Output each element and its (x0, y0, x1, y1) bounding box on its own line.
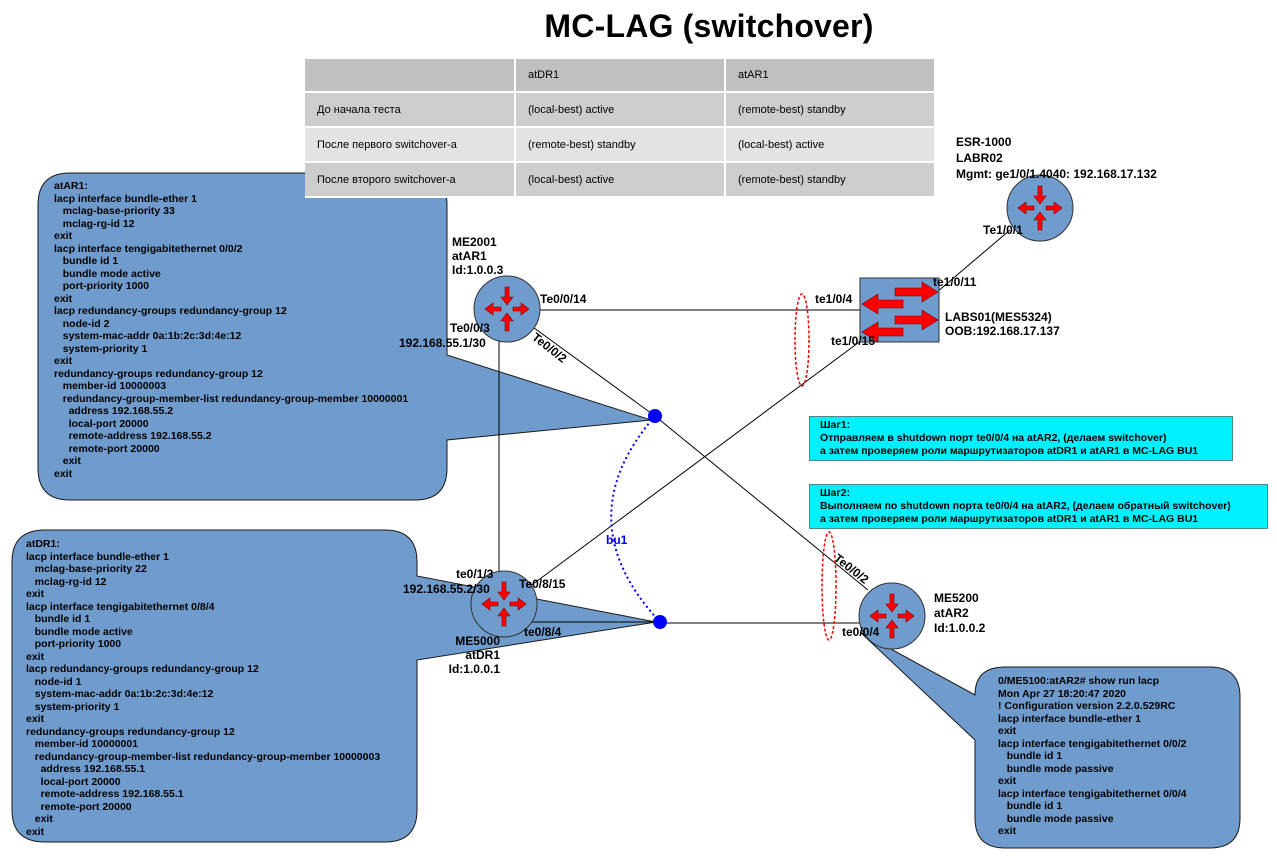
atar2-config-text: 0/ME5100:atAR2# show run lacp Mon Apr 27… (998, 675, 1187, 837)
me5000-id: Id:1.0.0.1 (448, 662, 500, 676)
bu1-label: bu1 (606, 533, 628, 547)
me5200-id: Id:1.0.0.2 (934, 621, 986, 635)
step2-title: Шаг2: (820, 487, 851, 499)
me5200-model: ME5200 (934, 591, 979, 605)
me2001-model: ME2001 (452, 235, 497, 249)
atdr1-config-text: atDR1: lacp interface bundle-ether 1 mcl… (26, 538, 381, 838)
router-icon (470, 570, 538, 638)
port-label: Te0/0/14 (540, 292, 587, 306)
port-label: te1/0/4 (815, 292, 853, 306)
table-row: После первого switchover-а (remote-best)… (305, 128, 936, 163)
table-row: До начала теста (local-best) active (rem… (305, 93, 936, 128)
table-cell: До начала теста (305, 93, 516, 128)
router-icon (473, 275, 541, 343)
me5200-host: atAR2 (934, 606, 969, 620)
esr-label: ESR-1000 LABR02 Mgmt: ge1/0/1.4040: 192.… (956, 135, 1157, 181)
table-cell: (remote-best) standby (726, 163, 936, 198)
link-dr1-labs01 (524, 339, 863, 591)
router-icon (1006, 174, 1074, 242)
step2-note: Шаг2: Выполняем по shutdown порта te0/0/… (809, 484, 1268, 529)
table-header-row: atDR1 atAR1 (305, 59, 936, 93)
me5000-model: ME5000 (455, 634, 500, 648)
page-title: MC-LAG (switchover) (544, 8, 874, 44)
table-cell: (local-best) active (516, 93, 726, 128)
step2-line2: а затем проверяем роли маршрутизаторов a… (820, 513, 1199, 525)
step1-note: Шаг1: Отправляем в shutdown порт te0/0/4… (809, 416, 1233, 461)
table-cell: (local-best) active (726, 128, 936, 163)
table-cell: (remote-best) standby (726, 93, 936, 128)
labs01-oob: OOB:192.168.17.137 (945, 324, 1060, 338)
table-cell: После первого switchover-а (305, 128, 516, 163)
table-cell: (remote-best) standby (516, 128, 726, 163)
link-ar1-bu1 (529, 324, 656, 417)
port-label: Te1/0/1 (983, 223, 1023, 237)
bu1-node-bottom (653, 615, 667, 629)
me5200-label: ME5200 atAR2 Id:1.0.0.2 (934, 591, 985, 635)
me2001-label: ME2001 atAR1 Id:1.0.0.3 (452, 235, 503, 277)
lag-ellipse-ar2 (821, 531, 837, 641)
table-cell: После второго switchover-а (305, 163, 516, 198)
switch-icon (859, 277, 940, 343)
step2-line1: Выполняем по shutdown порта te0/0/4 на a… (820, 500, 1231, 512)
atar1-config-text: atAR1: lacp interface bundle-ether 1 mcl… (54, 180, 409, 480)
me5000-host: atDR1 (465, 648, 500, 662)
esr-mgmt: Mgmt: ge1/0/1.4040: 192.168.17.132 (956, 167, 1157, 181)
link-bu1-ar2 (654, 415, 869, 591)
step1-title: Шаг1: (820, 419, 851, 431)
step1-line1: Отправляем в shutdown порт te0/0/4 на at… (820, 432, 1167, 444)
table-header-cell: atDR1 (516, 59, 726, 93)
role-table: atDR1 atAR1 До начала теста (local-best)… (305, 59, 936, 198)
esr-name: ESR-1000 (956, 135, 1012, 149)
table-header-cell: atAR1 (726, 59, 936, 93)
esr-host: LABR02 (956, 151, 1003, 165)
table-header-cell (305, 59, 516, 93)
table-cell: (local-best) active (516, 163, 726, 198)
port-label: te1/0/15 (831, 334, 876, 348)
step1-line2: а затем проверяем роли маршрутизаторов a… (820, 445, 1199, 457)
links (498, 229, 1011, 624)
labs01-label: LABS01(MES5324) OOB:192.168.17.137 (945, 310, 1060, 338)
me2001-id: Id:1.0.0.3 (452, 263, 504, 277)
port-label: Te0/8/15 (519, 577, 566, 591)
me2001-host: atAR1 (452, 249, 487, 263)
atar2-config-bubble (859, 631, 1241, 849)
bu1-dotted-arc (610, 415, 661, 623)
router-icon (858, 582, 926, 650)
bu1-node-top (648, 409, 662, 423)
ip-label: 192.168.55.1/30 (399, 336, 486, 350)
port-label: te0/8/4 (524, 625, 562, 639)
port-label: te0/0/4 (842, 625, 880, 639)
port-label: te0/1/3 (456, 567, 494, 581)
ip-label: 192.168.55.2/30 (403, 582, 490, 596)
labs01-name: LABS01(MES5324) (945, 310, 1052, 324)
port-label: te1/0/11 (933, 275, 977, 289)
table-row: После второго switchover-а (local-best) … (305, 163, 936, 198)
me5000-label: ME5000 atDR1 Id:1.0.0.1 (444, 634, 500, 676)
link-labs01-esr (929, 229, 1011, 299)
lag-ellipse-labs01 (794, 293, 810, 387)
port-label: Te0/0/3 (450, 321, 490, 335)
